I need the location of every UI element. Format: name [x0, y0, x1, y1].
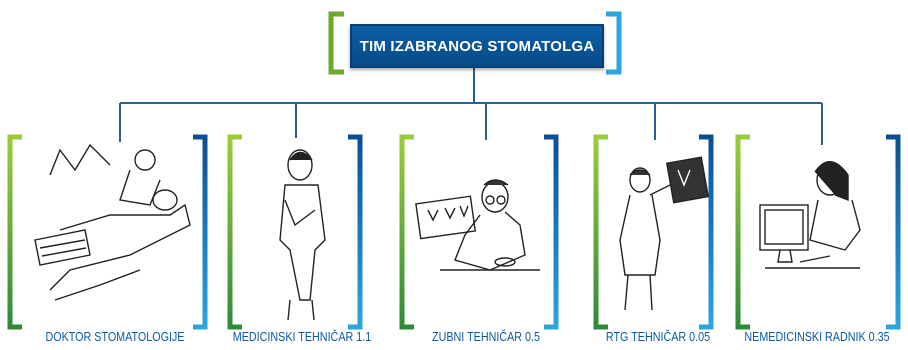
bracket-right [699, 134, 714, 330]
dental-technician-illustration [415, 179, 540, 271]
xray-technician-illustration [619, 156, 710, 311]
member-label: RTG TEHNIČAR 0.05 [605, 330, 711, 344]
diagram-title: TIM IZABRANOG STOMATOLGA [359, 37, 595, 55]
member-label: DOKTOR STOMATOLOGIJE [45, 330, 185, 344]
medical-nurse-illustration [279, 149, 326, 321]
bracket-left [7, 134, 22, 330]
title-box: TIM IZABRANOG STOMATOLGA [350, 24, 604, 68]
dentist-with-patient-illustration [34, 143, 191, 301]
bracket-left [399, 134, 414, 330]
office-worker-illustration [759, 161, 861, 269]
member-label: NEMEDICINSKI RADNIK 0.35 [744, 330, 890, 344]
bracket-right [544, 134, 559, 330]
bracket-left [593, 134, 608, 330]
bracket-right [886, 134, 901, 330]
title-bracket-right [606, 11, 622, 75]
member-label: MEDICINSKI TEHNIČAR 1.1 [232, 330, 372, 344]
bracket-left [735, 134, 750, 330]
bracket-right [193, 134, 208, 330]
bracket-right [348, 134, 363, 330]
member-label: ZUBNI TEHNIČAR 0.5 [432, 330, 540, 344]
bracket-left [227, 134, 242, 330]
title-bracket-left [328, 11, 344, 75]
